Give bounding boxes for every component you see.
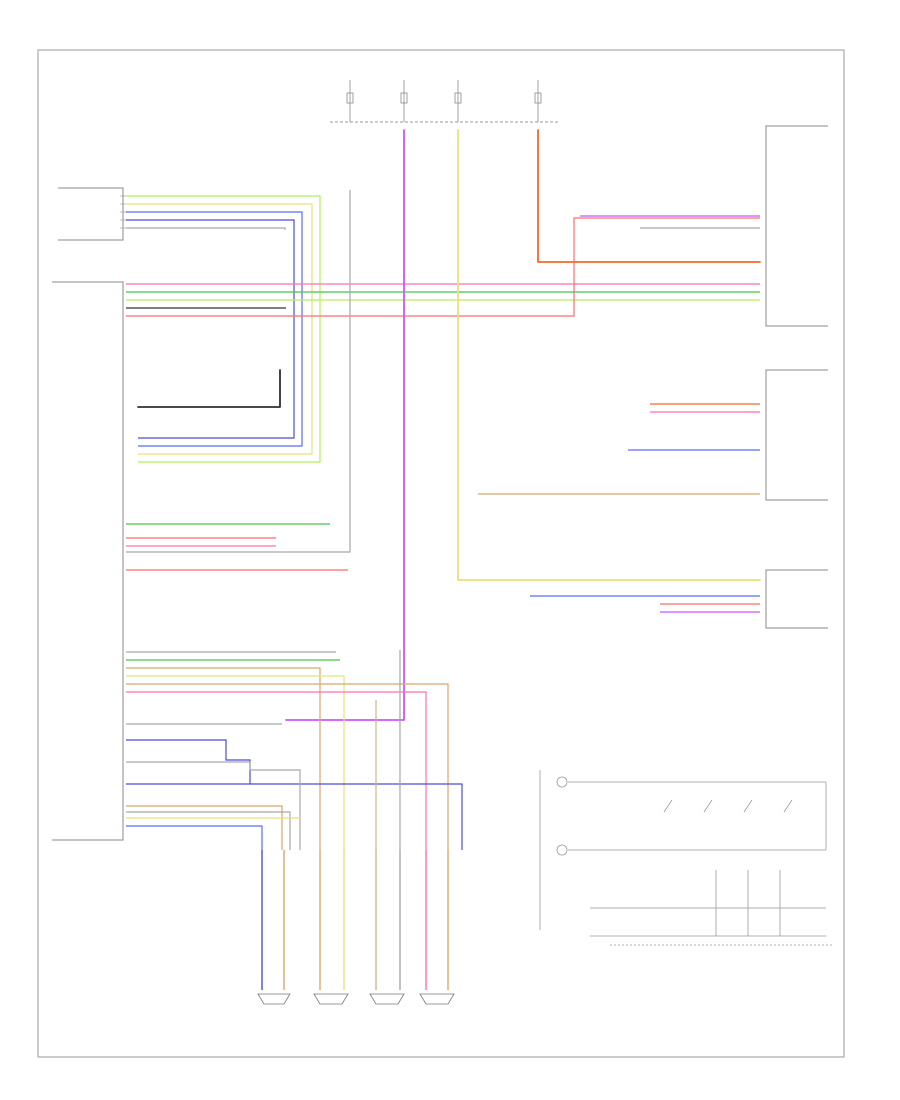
diagram-border	[37, 49, 845, 1058]
speaker-left-front-icon	[369, 850, 405, 1005]
speaker-right-rear-icon	[257, 850, 291, 1005]
fuse-block	[330, 80, 560, 123]
front-controls-module-connector	[765, 369, 828, 501]
wire-bundle-display	[530, 595, 760, 613]
audio-input-jack-connector	[58, 187, 126, 241]
fuse-1-icon	[346, 80, 354, 122]
subscriber-module-connector	[765, 125, 828, 327]
steering-wheel-switch	[539, 770, 832, 946]
wire-yellow-power	[457, 129, 761, 581]
display-module-connector	[765, 569, 828, 629]
wire-bundle-front-controls	[628, 403, 760, 451]
wire-violet-power	[285, 129, 405, 721]
audio-control-module-connector	[52, 281, 124, 841]
wire-bundle-bus	[126, 215, 760, 317]
wire-black-shield	[137, 369, 281, 408]
wire-orange-power	[537, 129, 761, 263]
fuse-2-icon	[400, 80, 408, 122]
speaker-left-rear-icon	[313, 850, 349, 1005]
wire-bundle-mid	[126, 190, 351, 571]
fuse-4-icon	[534, 80, 542, 122]
wire-bundle-speakers	[126, 650, 463, 850]
wire-bundle-audio-input	[126, 195, 321, 463]
fuse-3-icon	[454, 80, 462, 122]
speaker-right-front-icon	[419, 850, 455, 1005]
